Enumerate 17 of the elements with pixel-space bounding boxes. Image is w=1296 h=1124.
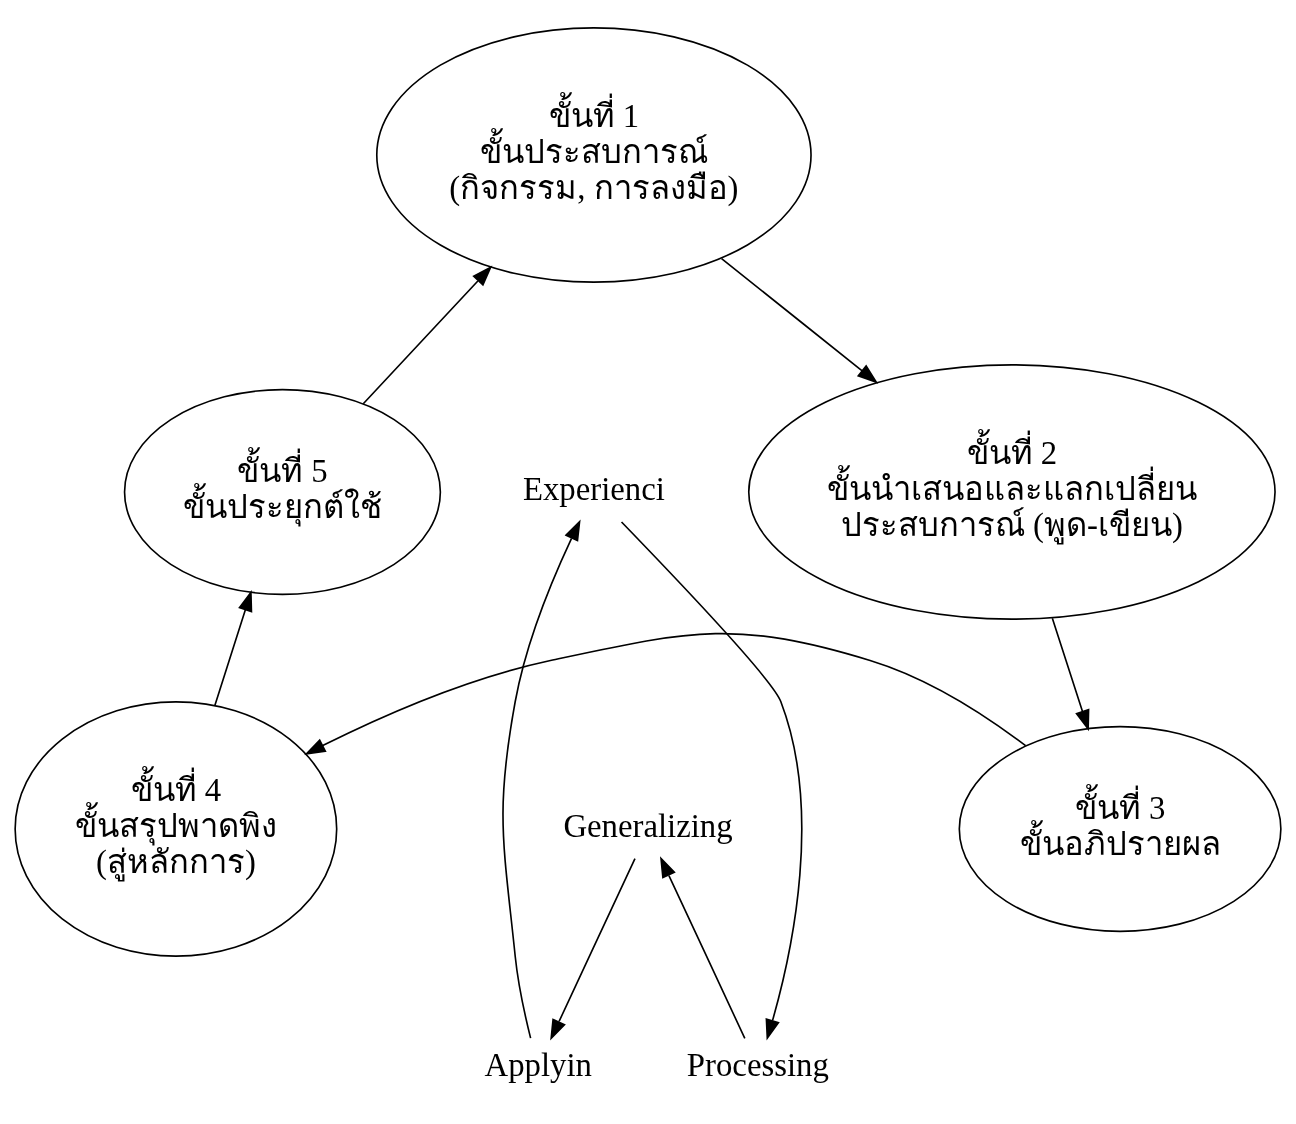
arrow [362, 265, 493, 405]
node-text: Processing [686, 1046, 829, 1083]
arrow [720, 257, 879, 384]
node-text: Applyin [484, 1046, 592, 1083]
node-ellipse: ขั้นที่ 5 ขั้นประยุกต์ใช้ [123, 388, 442, 595]
arrow [214, 589, 253, 706]
arrow [1051, 617, 1090, 731]
node-ellipse: ขั้นที่ 3 ขั้นอภิปรายผล [958, 725, 1282, 932]
node-ellipse: ขั้นที่ 1 ขั้นประสบการณ์ (กิจกรรม, การลงมือ) [375, 26, 812, 283]
node-ellipse: ขั้นที่ 4 ขั้นสรุปพาดพิง (สู่หลักการ) [14, 700, 338, 957]
arrow [304, 632, 1027, 755]
node-text: Experienci [522, 470, 665, 507]
arrow [502, 518, 581, 1039]
arrow [620, 520, 803, 1040]
arrow [550, 857, 636, 1041]
arrow [660, 855, 746, 1039]
node-text: Generalizing [563, 807, 733, 844]
